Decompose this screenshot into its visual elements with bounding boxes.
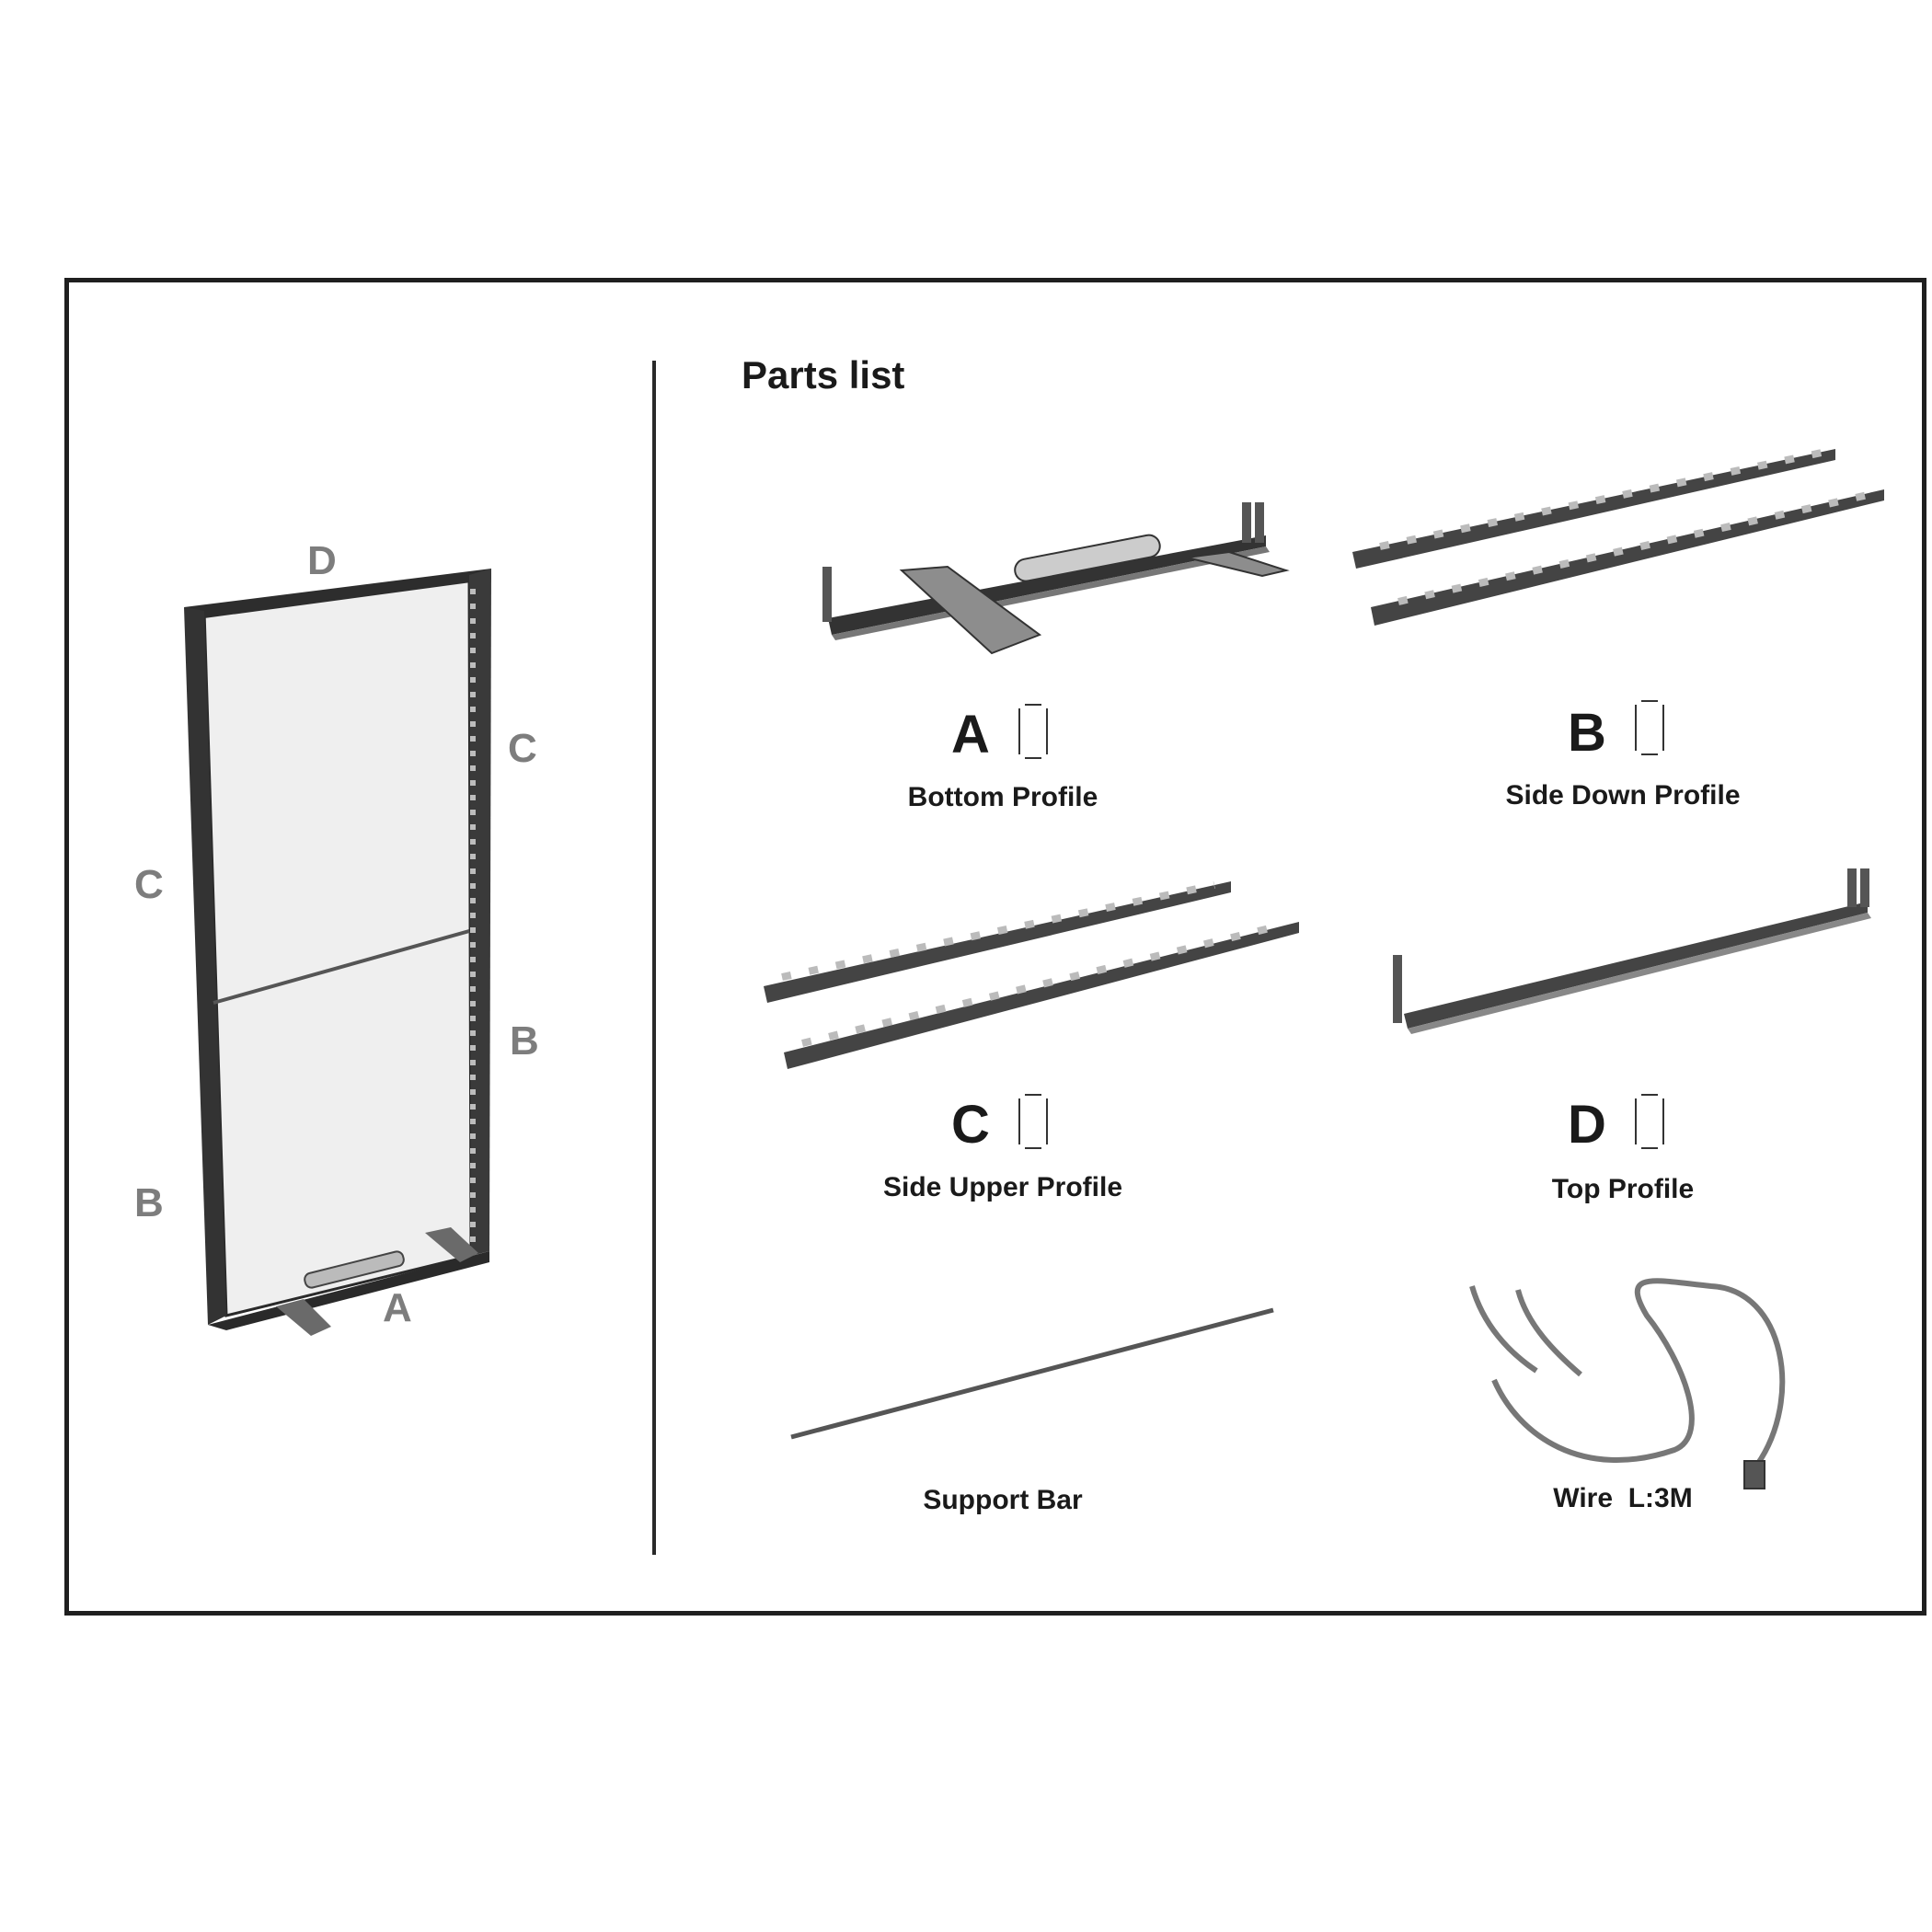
- part-d-name: Top Profile: [1551, 1174, 1695, 1204]
- support-bar-illustration: [790, 1307, 1274, 1440]
- part-b-letter: B: [1568, 703, 1606, 763]
- part-c-letter: C: [951, 1095, 990, 1155]
- parts-list-title: Parts list: [742, 353, 905, 397]
- part-b-checkbox[interactable]: [1634, 699, 1665, 756]
- label-top-d: D: [307, 538, 337, 583]
- part-b-name: Side Down Profile: [1505, 780, 1741, 811]
- wire-name: Wire L:3M: [1553, 1483, 1693, 1513]
- label-right-lower-b: B: [510, 1018, 539, 1064]
- label-left-upper-c: C: [134, 862, 164, 907]
- top-profile-illustration: [1393, 868, 1871, 1034]
- section-divider: [652, 361, 656, 1555]
- label-bottom-a: A: [383, 1285, 412, 1330]
- side-down-profile-illustration: [1352, 449, 1884, 626]
- label-right-upper-c: C: [508, 726, 537, 771]
- part-d-letter: D: [1568, 1095, 1606, 1155]
- label-left-lower-b: B: [134, 1180, 164, 1225]
- part-a-name: Bottom Profile: [907, 782, 1098, 812]
- part-a-letter: A: [951, 705, 990, 765]
- support-bar-name: Support Bar: [923, 1485, 1083, 1515]
- part-c-name: Side Upper Profile: [882, 1172, 1123, 1202]
- part-a-checkbox[interactable]: [1018, 703, 1049, 760]
- part-c-checkbox[interactable]: [1018, 1093, 1049, 1150]
- part-d-checkbox[interactable]: [1634, 1093, 1665, 1150]
- wire-illustration: [1469, 1278, 1786, 1489]
- side-upper-profile-illustration: [764, 881, 1299, 1069]
- bottom-profile-illustration: [822, 502, 1290, 655]
